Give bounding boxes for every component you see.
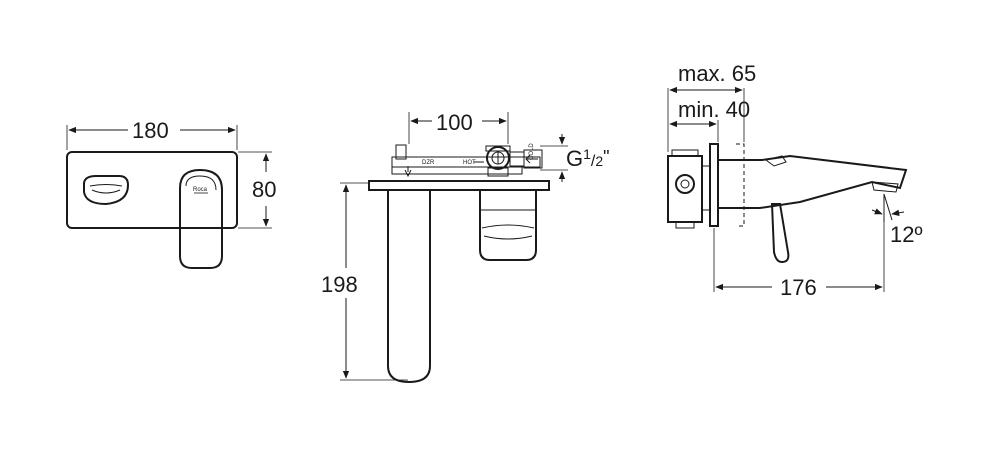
spout bbox=[387, 190, 431, 384]
connection-label: G1/2" bbox=[566, 146, 610, 171]
min-label: min. 40 bbox=[678, 97, 750, 122]
side-view: 12º max. 65 min. 40 176 bbox=[667, 61, 923, 300]
width-label: 180 bbox=[132, 118, 169, 143]
side-lever bbox=[770, 203, 790, 264]
spacing-label: 100 bbox=[436, 110, 473, 135]
height-label: 80 bbox=[252, 177, 276, 202]
wall-plate bbox=[66, 151, 238, 229]
valve-cartridge bbox=[486, 146, 510, 170]
svg-text:COLD: COLD bbox=[529, 143, 535, 160]
svg-text:DZR: DZR bbox=[422, 160, 435, 166]
projection-label: 176 bbox=[780, 275, 817, 300]
side-wall-plate bbox=[709, 143, 719, 227]
front-view: Roca 180 80 bbox=[66, 118, 276, 269]
top-wall-plate bbox=[368, 180, 550, 191]
spout-length-label: 198 bbox=[321, 272, 358, 297]
brand-logo: Roca bbox=[193, 187, 208, 193]
in-wall-body bbox=[667, 155, 703, 223]
svg-text:HOT: HOT bbox=[463, 160, 476, 166]
angle-label: 12º bbox=[890, 222, 923, 247]
mixer-body bbox=[479, 190, 537, 261]
top-view: DZR HOT COLD 100 198 bbox=[321, 110, 610, 384]
spout-outlet bbox=[83, 175, 130, 206]
max-label: max. 65 bbox=[678, 61, 756, 86]
lever-handle bbox=[179, 168, 223, 269]
